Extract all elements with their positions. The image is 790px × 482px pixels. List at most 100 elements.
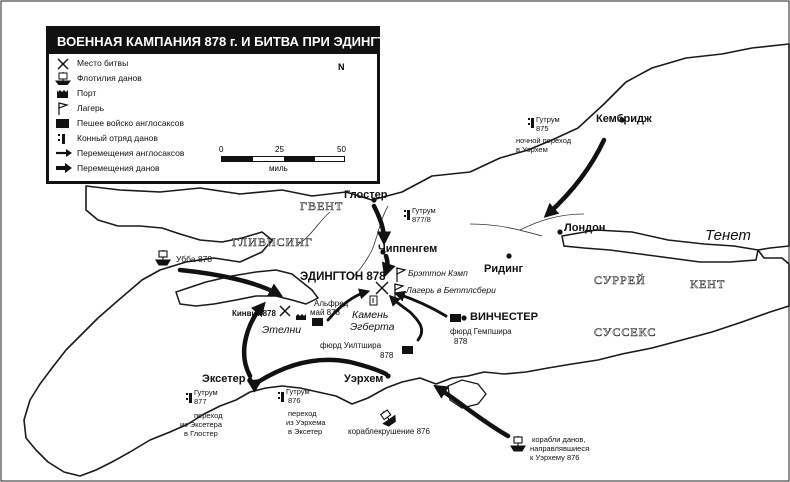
place-winchester: ВИНЧЕСТЕР (470, 311, 538, 323)
scale-unit: миль (269, 164, 288, 173)
cavalry-icon-877 (186, 393, 192, 403)
battle-marks (279, 281, 389, 317)
note-guthrum-8778-l1: Гутрум (412, 206, 436, 215)
legend-danish-moves-label: Перемещения данов (77, 163, 160, 173)
note-guthrum-877-l2: 877 (194, 397, 207, 406)
region-kent: КЕНТ (690, 277, 725, 291)
note-wareham-l2: из Уэрхема (286, 418, 326, 427)
saxon-arrow-icon (56, 149, 72, 157)
camp-flags (394, 267, 407, 298)
note-wiltshire-l1: фюрд Уилтшира (320, 341, 382, 350)
scale-tick-0: 0 (219, 145, 224, 154)
place-gloucester: Глостер (344, 189, 388, 201)
note-hampshire-l1: фюрд Гемпшира (450, 327, 512, 336)
ship-icon-ubba (155, 250, 171, 266)
legend-saxon-foot-label: Пешее войско англосаксов (77, 118, 185, 128)
note-alfred-l2: май 878 (310, 308, 341, 317)
note-guthrum-876-l2: 876 (288, 396, 301, 405)
note-exeter-l2: из Эксетера (180, 420, 223, 429)
port-icon-athelney (296, 314, 306, 320)
legend-danish-cavalry-label: Конный отряд данов (77, 133, 158, 143)
place-bratton-camp: Брэттон Кэмп (408, 268, 468, 278)
place-edington: ЭДИНГТОН 878 (300, 271, 386, 283)
place-exeter: Эксетер (202, 373, 246, 385)
map-title: ВОЕННАЯ КАМПАНИЯ 878 г. И БИТВА ПРИ ЭДИН… (49, 29, 414, 54)
foot-troop-icon (56, 119, 69, 128)
region-glywysing: ГЛИВИСИНГ (232, 235, 313, 249)
scale-bar-frame (221, 156, 345, 162)
place-egbert-line1: Камень (352, 309, 388, 321)
battle-icon (57, 58, 69, 70)
note-wareham-l3: в Эксетер (288, 427, 322, 436)
note-guthrum-8778-l2: 877/8 (412, 215, 431, 224)
place-egbert-line2: Эгберта (350, 321, 395, 333)
place-wareham: Уэрхем (344, 373, 383, 385)
note-guthrum-877-l1: Гутрум (194, 388, 218, 397)
place-chippenham: Чиппенгем (378, 243, 437, 255)
cavalry-icon-8778 (404, 210, 410, 220)
battle-icon-kynwit (279, 305, 291, 317)
arrow-chippenham-edington (381, 253, 396, 278)
note-shipwreck: кораблекрушение 876 (348, 427, 430, 436)
egbert-stone-icon (369, 295, 378, 306)
note-ships-l1: корабли данов, (532, 435, 585, 444)
note-exeter-l1: переход (194, 411, 223, 420)
port-markers (296, 314, 306, 320)
note-ubba: Убба 878 (176, 254, 212, 264)
arrow-exeter-gloucester (241, 301, 266, 379)
port-icon (57, 90, 68, 98)
note-ships-l2: направлявшиеся (530, 444, 589, 453)
severn-estuary (175, 269, 319, 307)
note-ships-l3: к Уэрхему 876 (530, 453, 579, 462)
ship-icon (55, 72, 71, 85)
rivers (295, 205, 585, 279)
region-sussex: СУССЕКС (594, 325, 656, 339)
cavalry-icon-875 (528, 118, 534, 128)
note-wareham-l1: переход (288, 409, 317, 418)
note-alfred-l1: Альфред (314, 299, 348, 308)
place-cambridge: Кембридж (596, 113, 652, 125)
fleet-markers (155, 250, 526, 452)
place-athelney: Этелни (262, 324, 301, 336)
flag-icon (58, 102, 70, 115)
flag-icon-beltsbury (394, 283, 405, 298)
arrow-wareham-exeter (246, 357, 389, 393)
legend-box: ВОЕННАЯ КАМПАНИЯ 878 г. И БИТВА ПРИ ЭДИН… (46, 26, 414, 184)
note-guthrum-875-l2: 875 (536, 124, 549, 133)
ship-icon-ships (510, 436, 526, 452)
scale-tick-50: 50 (337, 145, 346, 154)
battle-icon-edington (375, 281, 389, 295)
danish-movements (177, 137, 607, 439)
place-camp-beltsbury: Лагерь в Беттлсбери (405, 285, 496, 295)
arrow-ubba (177, 267, 284, 297)
saxon-foot-markers (312, 314, 461, 354)
cavalry-icon-876 (278, 392, 284, 402)
thames-estuary (561, 229, 759, 263)
saxon-movements (326, 288, 448, 342)
foot-icon-alfred (312, 318, 323, 326)
arrow-alfred (326, 288, 371, 322)
region-surrey: СУРРЕЙ (594, 273, 646, 287)
note-cambridge-l1: ночной переход (516, 136, 572, 145)
shipwreck-icon (379, 409, 396, 427)
scale-bar: 0 25 50 миль (219, 145, 349, 175)
note-exeter-l3: в Глостер (184, 429, 218, 438)
legend-fleet-label: Флотилия данов (77, 73, 142, 83)
legend-saxon-moves-label: Перемещения англосаксов (77, 148, 185, 158)
arrow-hampshire (393, 290, 448, 318)
note-guthrum-876-l1: Гутрум (286, 387, 310, 396)
region-thanet: Тенет (705, 227, 751, 244)
danish-cavalry-markers (186, 118, 534, 403)
foot-icon-hampshire (450, 314, 461, 322)
scale-tick-25: 25 (275, 145, 284, 154)
region-gwent: ГВЕНТ (300, 199, 343, 213)
flag-icon-bratton (396, 267, 407, 282)
note-cambridge-l2: в Уэрхем (516, 145, 548, 154)
place-london: Лондон (564, 222, 605, 234)
cavalry-icon (58, 134, 65, 144)
legend-port-label: Порт (77, 88, 97, 98)
legend-camp-label: Лагерь (77, 103, 105, 113)
arrow-cambridge-wareham (543, 137, 607, 218)
compass-north-label: N (338, 62, 345, 72)
